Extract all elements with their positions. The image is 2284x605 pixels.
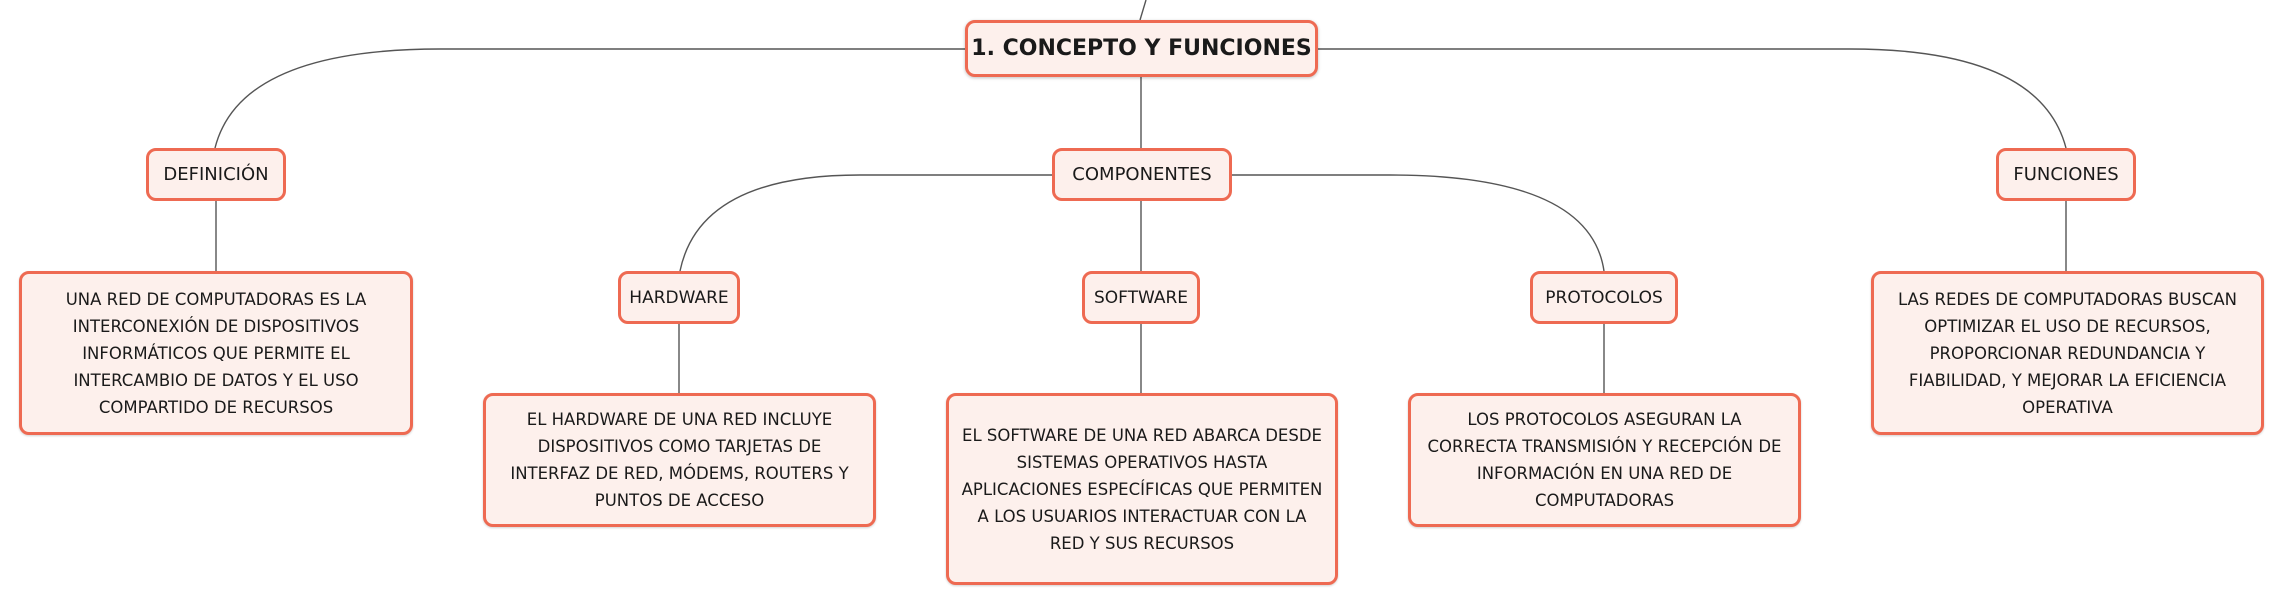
subtopic-protocolos[interactable]: PROTOCOLOS xyxy=(1530,271,1678,324)
subtopic-hardware-label: HARDWARE xyxy=(629,287,729,308)
hardware-description[interactable]: EL HARDWARE DE UNA RED INCLUYE DISPOSITI… xyxy=(483,393,876,527)
connector-parent-to-root xyxy=(1139,0,1147,21)
connector-root-to-definicion xyxy=(214,48,965,149)
subtopic-software-label: SOFTWARE xyxy=(1093,287,1189,308)
software-description[interactable]: EL SOFTWARE DE UNA RED ABARCA DESDE SIST… xyxy=(946,393,1338,585)
subtopic-hardware[interactable]: HARDWARE xyxy=(618,271,740,324)
connector-componentes-to-protocolos xyxy=(1232,174,1605,272)
definicion-description-text: UNA RED DE COMPUTADORAS ES LA INTERCONEX… xyxy=(65,289,367,417)
definicion-description[interactable]: UNA RED DE COMPUTADORAS ES LA INTERCONEX… xyxy=(19,271,413,435)
topic-funciones-label: FUNCIONES xyxy=(2013,164,2119,185)
topic-componentes-label: COMPONENTES xyxy=(1072,164,1212,185)
funciones-description-text: LAS REDES DE COMPUTADORAS BUSCAN OPTIMIZ… xyxy=(1897,289,2238,417)
subtopic-protocolos-label: PROTOCOLOS xyxy=(1545,287,1663,308)
root-node[interactable]: 1. CONCEPTO Y FUNCIONES xyxy=(965,20,1318,77)
topic-definicion[interactable]: DEFINICIÓN xyxy=(146,148,286,201)
topic-definicion-label: DEFINICIÓN xyxy=(163,164,269,185)
protocolos-description-text: LOS PROTOCOLOS ASEGURAN LA CORRECTA TRAN… xyxy=(1427,410,1782,510)
root-label: 1. CONCEPTO Y FUNCIONES xyxy=(971,36,1312,61)
software-description-text: EL SOFTWARE DE UNA RED ABARCA DESDE SIST… xyxy=(961,425,1323,553)
connector-root-to-funciones xyxy=(1318,48,2067,149)
protocolos-description[interactable]: LOS PROTOCOLOS ASEGURAN LA CORRECTA TRAN… xyxy=(1408,393,1801,527)
topic-componentes[interactable]: COMPONENTES xyxy=(1052,148,1232,201)
connector-componentes-to-hardware xyxy=(679,174,1052,272)
hardware-description-text: EL HARDWARE DE UNA RED INCLUYE DISPOSITI… xyxy=(510,410,849,510)
topic-funciones[interactable]: FUNCIONES xyxy=(1996,148,2136,201)
subtopic-software[interactable]: SOFTWARE xyxy=(1082,271,1200,324)
funciones-description[interactable]: LAS REDES DE COMPUTADORAS BUSCAN OPTIMIZ… xyxy=(1871,271,2264,435)
